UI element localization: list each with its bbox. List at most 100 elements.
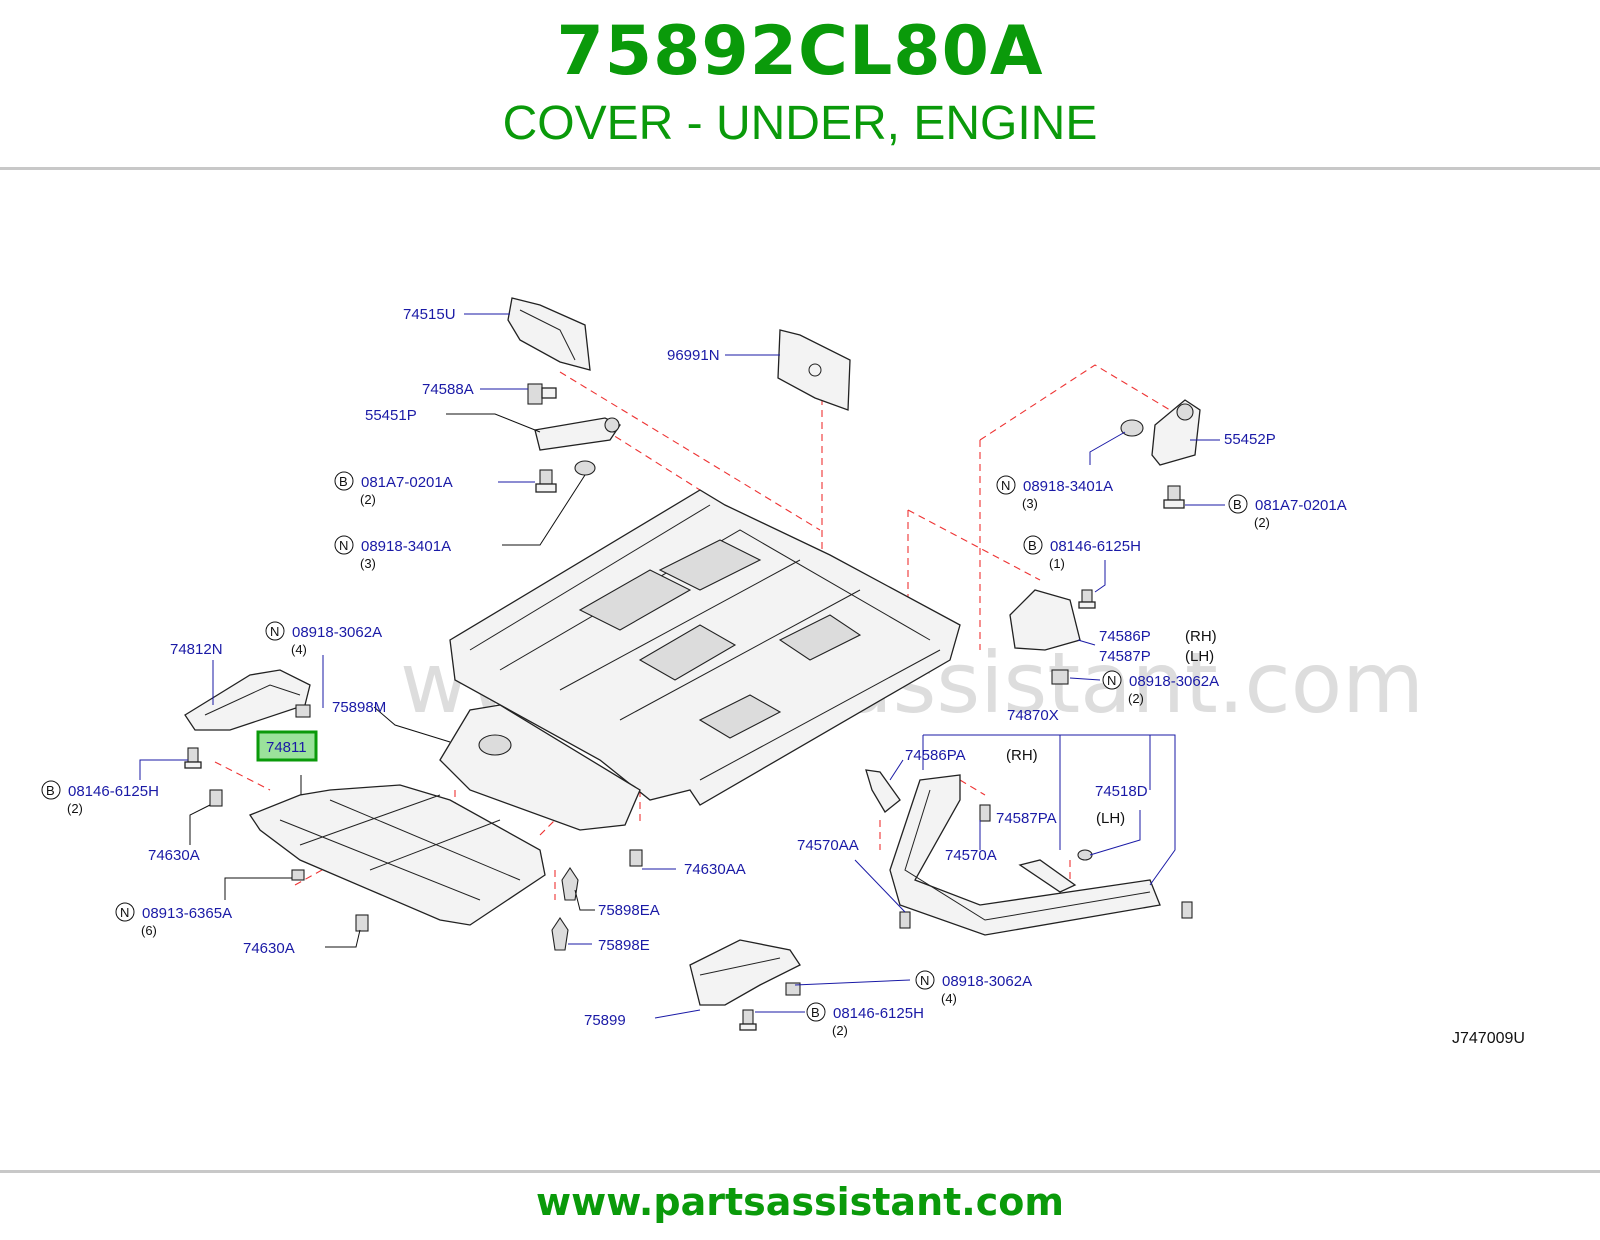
bracket-96991N-drawing [777,329,851,411]
cover-75898M-drawing [439,704,641,831]
prefix-circle-N-r3 [1102,670,1122,690]
label-74515U[interactable]: 74515U [403,306,456,323]
leader-lines [139,313,1225,1019]
label-74586P[interactable]: 74586P [1099,628,1151,645]
label-081A7-right[interactable]: 081A7-0201A [1255,497,1347,514]
guide-lines [214,364,1171,921]
qty-08918-3062A-left: (4) [291,642,307,657]
prefix-circle-B [334,471,354,491]
prefix-circle-B-b [806,1002,826,1022]
prefix-N-right: N [1001,478,1010,493]
cover-75899-drawing [689,939,801,1006]
label-08146-6125H-right[interactable]: 08146-6125H [1050,538,1141,555]
qty-08146-6125H-left: (2) [67,801,83,816]
label-55452P[interactable]: 55452P [1224,431,1276,448]
bracket-74587PA-drawing [1018,859,1077,893]
part-number-title: 75892CL80A [556,12,1044,91]
label-74630AA[interactable]: 74630AA [684,861,746,878]
qty-08918-3401A-right: (3) [1022,496,1038,511]
prefix-N-b: N [920,973,929,988]
label-74812N[interactable]: 74812N [170,641,223,658]
label-74586PA[interactable]: 74586PA [905,747,966,764]
label-75898E[interactable]: 75898E [598,937,650,954]
side-74587PA: (LH) [1096,810,1125,827]
label-75898EA[interactable]: 75898EA [598,902,660,919]
qty-08146-6125H-right: (1) [1049,556,1065,571]
label-75898M[interactable]: 75898M [332,699,386,716]
prefix-circle-N-l2 [265,621,285,641]
prefix-N-l3: N [120,905,129,920]
clip-08913-drawing [291,869,305,881]
part-name-subtitle: COVER - UNDER, ENGINE [502,97,1098,150]
qty-08913-6365A: (6) [141,923,157,938]
label-74630A-lower[interactable]: 74630A [243,940,295,957]
qty-08918-3062A-bottom: (4) [941,991,957,1006]
label-08146-6125H-bottom[interactable]: 08146-6125H [833,1005,924,1022]
label-96991N[interactable]: 96991N [667,347,720,364]
label-74630A-upper[interactable]: 74630A [148,847,200,864]
header-divider [0,167,1600,170]
prefix-B-b: B [811,1005,820,1020]
bracket-74586PA-drawing [865,769,901,813]
clip-75898E-drawing [551,867,579,951]
label-08918-3401A-right[interactable]: 08918-3401A [1023,478,1113,495]
bracket-74586P-drawing [1009,589,1081,651]
label-081A7-left[interactable]: 081A7-0201A [361,474,453,491]
nut-08918-left-drawing [574,460,596,476]
prefix-B-l2: B [46,783,55,798]
prefix-circle-N-l3 [115,902,135,922]
label-55451P[interactable]: 55451P [365,407,417,424]
label-08146-6125H-left[interactable]: 08146-6125H [68,783,159,800]
qty-081A7-right: (2) [1254,515,1270,530]
callout-labels: 74515U 96991N 74588A 55451P B 081A7-0201… [41,306,1525,1047]
side-74587P: (LH) [1185,648,1214,665]
label-74570AA[interactable]: 74570AA [797,837,859,854]
qty-08918-3062A-right: (2) [1128,691,1144,706]
label-74570A[interactable]: 74570A [945,847,997,864]
prefix-N: N [339,538,348,553]
qty-08918-3401A-left: (3) [360,556,376,571]
bolt-74630A-drawing [209,789,643,932]
side-74586P: (RH) [1185,628,1217,645]
nut-08918-3062-bottom-drawing [785,982,801,996]
prefix-circle-B-l2 [41,780,61,800]
prefix-N-r3: N [1107,673,1116,688]
prefix-B-r2: B [1028,538,1037,553]
prefix-B: B [339,474,348,489]
bolt-74588A-drawing [527,383,557,405]
rail-74870X-drawing [889,774,1161,936]
prefix-B-right: B [1233,497,1242,512]
nut-08918-right-drawing [1120,419,1144,437]
page-header: 75892CL80A COVER - UNDER, ENGINE [0,0,1600,170]
qty-08146-6125H-bottom: (2) [832,1023,848,1038]
highlight-box-74811 [256,730,318,762]
label-74588A[interactable]: 74588A [422,381,474,398]
prefix-circle-N-b [915,970,935,990]
floor-panel-drawing [449,489,961,806]
label-08918-3401A-left[interactable]: 08918-3401A [361,538,451,555]
side-74586PA: (RH) [1006,747,1038,764]
prefix-circle-N-right [996,475,1016,495]
prefix-circle-B-right [1228,494,1248,514]
label-08918-3062A-right[interactable]: 08918-3062A [1129,673,1219,690]
label-08918-3062A-bottom[interactable]: 08918-3062A [942,973,1032,990]
qty-081A7-left: (2) [360,492,376,507]
nut-08918-3062-right-drawing [1051,669,1069,685]
label-74587PA[interactable]: 74587PA [996,810,1057,827]
bolt-081A7-right-drawing [1163,485,1185,509]
link-55451P-drawing [534,417,621,451]
label-75899[interactable]: 75899 [584,1012,626,1029]
bracket-74515U-drawing [507,297,591,371]
label-74870X[interactable]: 74870X [1007,707,1059,724]
bracket-55452P-drawing [1151,399,1201,466]
footer-url[interactable]: www.partsassistant.com [536,1180,1064,1224]
label-74811[interactable]: 74811 [266,739,307,756]
bolt-08146-bottom-drawing [739,1009,757,1031]
prefix-circle-N [334,535,354,555]
label-08913-6365A[interactable]: 08913-6365A [142,905,232,922]
label-74587P[interactable]: 74587P [1099,648,1151,665]
cover-74811-drawing [249,784,546,926]
label-08918-3062A-left[interactable]: 08918-3062A [292,624,382,641]
label-74518D[interactable]: 74518D [1095,783,1148,800]
